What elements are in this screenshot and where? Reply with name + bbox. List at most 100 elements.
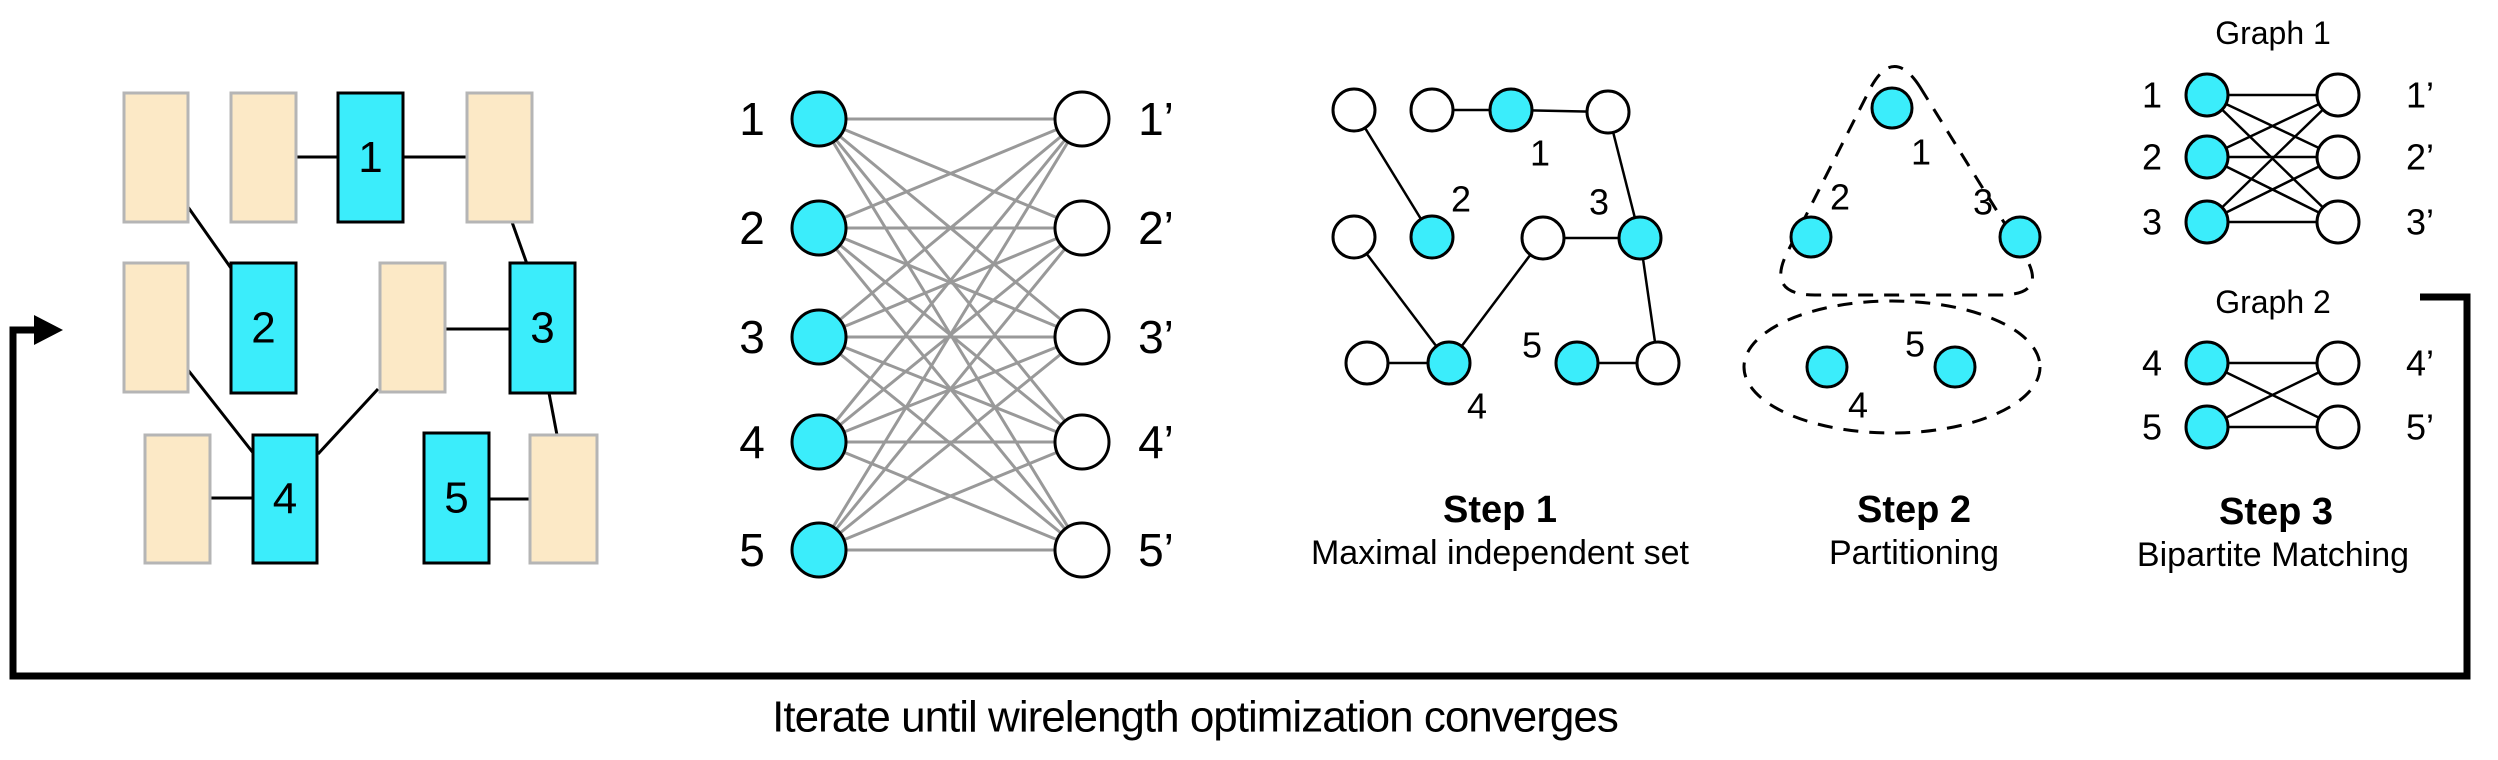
right-node-4’ — [2315, 340, 2361, 386]
left-node-label: 4 — [739, 416, 765, 468]
feedback-loop-arrowhead-icon — [34, 315, 63, 345]
placement-net — [547, 392, 559, 436]
bipartite-edge — [818, 440, 1083, 552]
step2-node-label: 3 — [1973, 182, 1993, 223]
placement-block-label: 4 — [273, 475, 297, 524]
right-node-label: 3’ — [1138, 311, 1174, 363]
partition-boundary-bottom — [1742, 299, 2042, 435]
bipartite-edge — [817, 118, 1084, 551]
right-node-5’ — [1053, 521, 1111, 579]
right-node-2’ — [2315, 134, 2361, 180]
graph1-title: Graph 1 — [2215, 15, 2331, 51]
bipartite-edge — [818, 335, 1083, 552]
step1-node — [1635, 340, 1681, 386]
left-node-4 — [790, 413, 848, 471]
placement-fixed-block — [122, 91, 190, 224]
bipartite-edge — [2206, 93, 2339, 159]
left-node-label: 3 — [739, 311, 765, 363]
graph2-title: Graph 2 — [2215, 284, 2331, 320]
placement-fixed-block — [143, 433, 212, 565]
right-node-label: 1’ — [1138, 93, 1174, 145]
right-node-label: 4’ — [2406, 343, 2434, 384]
step1-node-2 — [1409, 214, 1455, 260]
bipartite-edge — [817, 118, 1084, 443]
step1-node-label: 1 — [1530, 133, 1550, 174]
step2-node-label: 4 — [1848, 385, 1868, 426]
step2-node-label: 2 — [1830, 177, 1850, 218]
step1-node — [1409, 87, 1455, 133]
right-node-3’ — [1053, 308, 1111, 366]
right-node-1’ — [1053, 90, 1111, 148]
step1-node-4 — [1426, 340, 1472, 386]
right-node-label: 4’ — [1138, 416, 1174, 468]
placement-net — [186, 369, 256, 455]
step1-node-label: 5 — [1522, 325, 1542, 366]
bipartite-edge — [818, 117, 1083, 230]
placement-block-label: 5 — [444, 474, 468, 523]
left-node-2 — [790, 199, 848, 257]
right-node-label: 2’ — [1138, 202, 1174, 254]
right-node-3’ — [2315, 199, 2361, 245]
placement-fixed-block — [465, 91, 534, 224]
step2-node-2 — [1789, 215, 1833, 259]
feedback-loop-line — [9, 293, 2471, 680]
left-node-5 — [2184, 404, 2230, 450]
step1-node-label: 2 — [1451, 179, 1471, 220]
step2-node-label: 1 — [1911, 132, 1931, 173]
bipartite-edge — [2206, 361, 2339, 429]
bipartite-edge — [2206, 155, 2339, 224]
placement-net — [186, 206, 235, 272]
left-node-label: 3 — [2142, 202, 2162, 243]
step1-node-1 — [1488, 87, 1534, 133]
step1-edge — [1352, 109, 1434, 238]
left-node-label: 5 — [2142, 407, 2162, 448]
step2-node-label: 5 — [1905, 324, 1925, 365]
placement-block-5 — [422, 431, 491, 565]
placement-fixed-block — [528, 433, 599, 565]
bipartite-edge — [817, 227, 1084, 551]
placement-net — [510, 221, 529, 265]
placement-block-label: 3 — [530, 304, 554, 353]
left-node-1 — [2184, 72, 2230, 118]
right-node-label: 3’ — [2406, 202, 2434, 243]
right-node-1’ — [2315, 72, 2361, 118]
placement-fixed-block — [229, 91, 298, 224]
left-node-3 — [2184, 199, 2230, 245]
step1-node-5 — [1554, 340, 1600, 386]
placement-block-1 — [336, 91, 405, 224]
left-node-4 — [2184, 340, 2230, 386]
left-node-label: 1 — [2142, 75, 2162, 116]
iterate-caption: Iterate until wirelength optimization co… — [772, 693, 1618, 742]
partition-boundary-top — [1779, 65, 2034, 297]
step2-partition-panel: 1 2 3 45 — [1742, 65, 2042, 435]
placement-block-3 — [508, 261, 577, 395]
step1-node — [1331, 87, 1377, 133]
placement-net — [316, 387, 380, 456]
step2-node-4 — [1805, 345, 1849, 389]
bipartite-edge — [2206, 94, 2339, 223]
step3-title: Step 3 — [2219, 491, 2333, 533]
step1-node — [1331, 214, 1377, 260]
left-node-label: 5 — [739, 524, 765, 576]
step1-edge — [1353, 236, 1450, 364]
right-node-label: 1’ — [2406, 75, 2434, 116]
placement-fixed-block — [378, 261, 447, 394]
step1-edge — [1448, 237, 1544, 364]
step1-node — [1585, 89, 1631, 135]
step1-node-label: 3 — [1589, 182, 1609, 223]
left-node-5 — [790, 521, 848, 579]
placement-block-label: 2 — [251, 304, 275, 353]
right-node-label: 2’ — [2406, 137, 2434, 178]
step1-subtitle: Maximal independent set — [1311, 534, 1690, 572]
right-node-5’ — [2315, 404, 2361, 450]
left-node-2 — [2184, 134, 2230, 180]
step1-node-label: 4 — [1467, 386, 1487, 427]
left-node-label: 1 — [739, 93, 765, 145]
bipartite-edge — [818, 117, 1083, 339]
step2-subtitle: Partitioning — [1829, 534, 1999, 572]
left-node-label: 2 — [739, 202, 765, 254]
